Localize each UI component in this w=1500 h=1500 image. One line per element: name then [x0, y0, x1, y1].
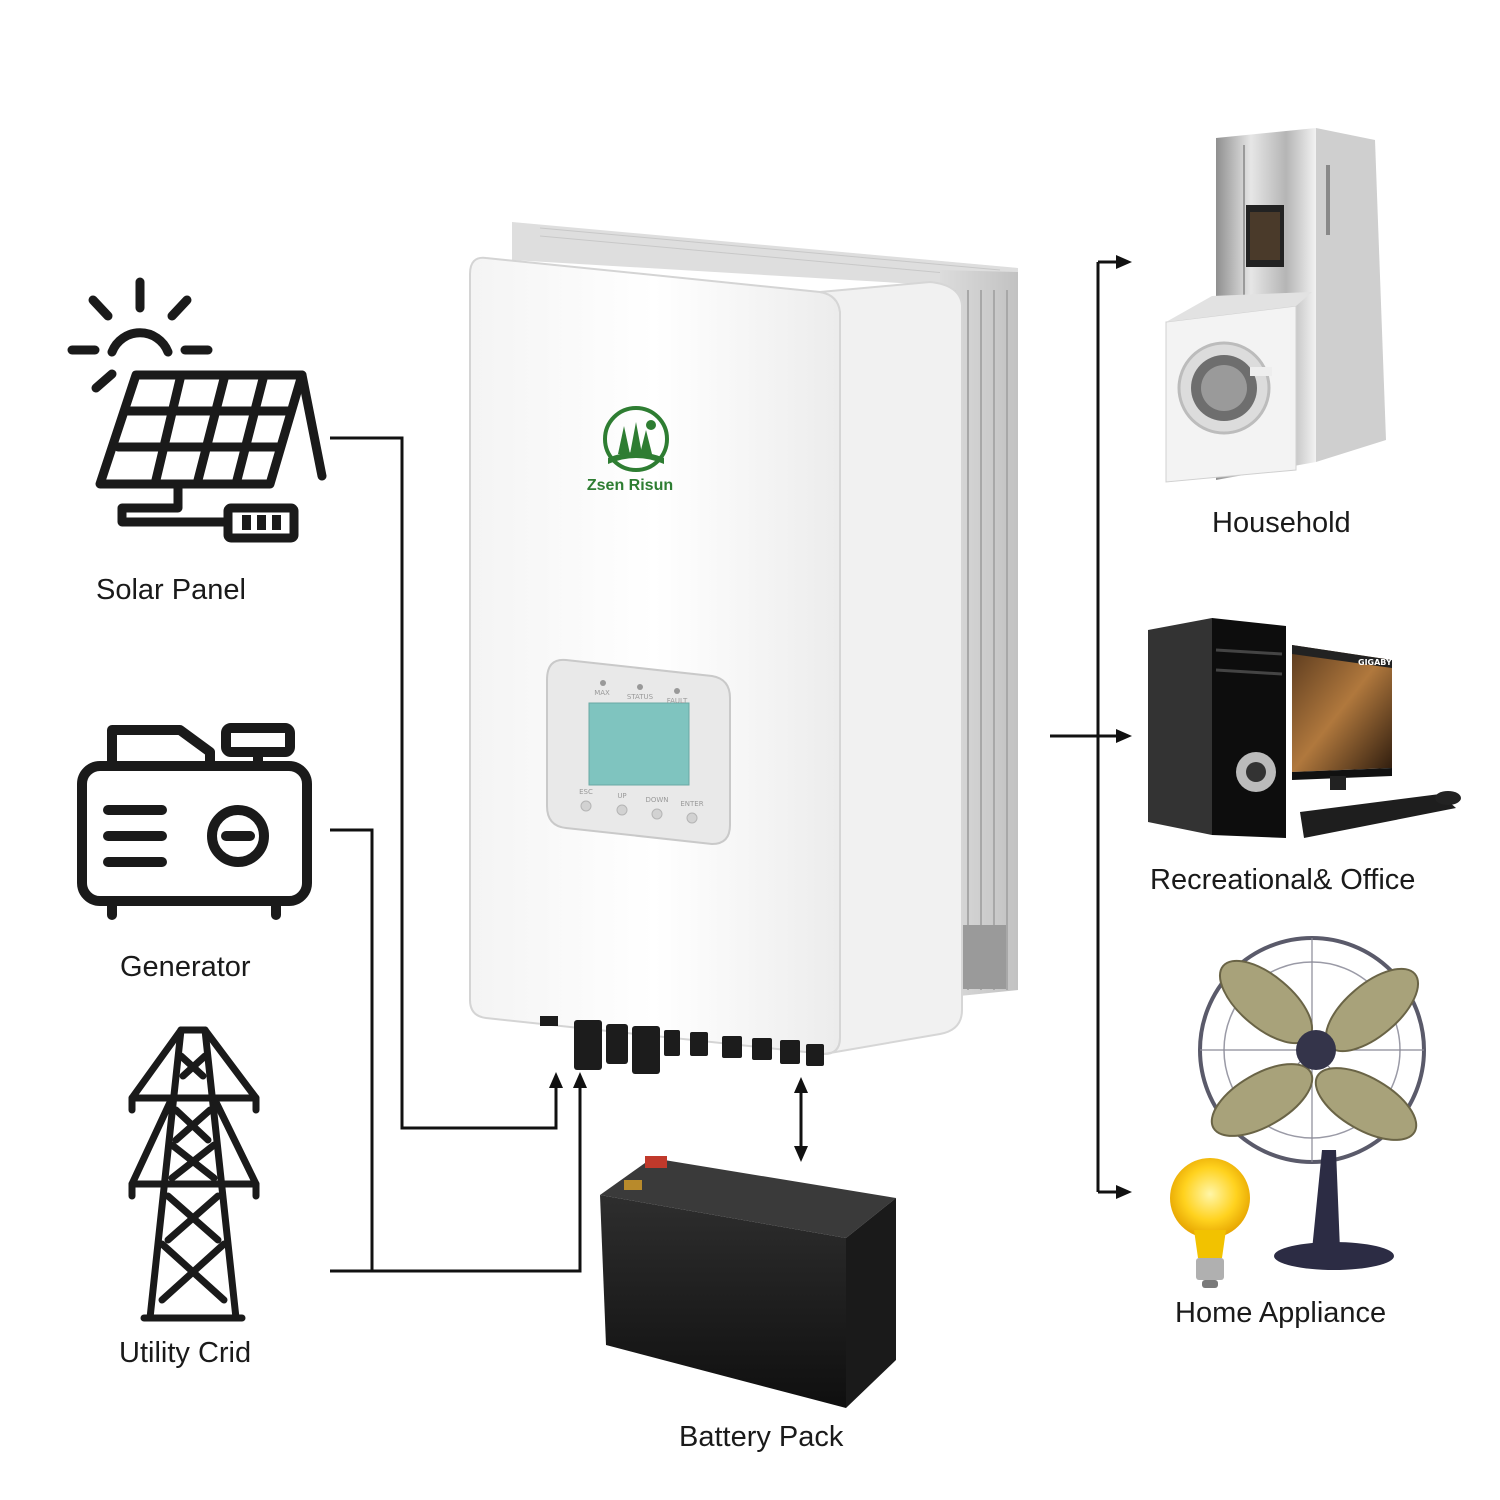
solar-panel-label: Solar Panel — [96, 574, 246, 606]
inverter-terminals — [540, 1016, 824, 1074]
brand-logo: Zsen Risun — [587, 406, 673, 494]
solar-wire — [330, 436, 558, 1130]
battery-terminal-negative — [624, 1180, 642, 1190]
lcd-screen — [588, 702, 690, 786]
generator-label: Generator — [120, 951, 251, 983]
battery-charge-icon — [242, 515, 281, 530]
monitor-brand: GIGABYTE — [1358, 658, 1403, 667]
solar-arrow-icon — [549, 1072, 563, 1088]
battery-up-arrow-icon — [794, 1077, 808, 1093]
computer-image: GIGABYTE — [1148, 618, 1461, 838]
up-button[interactable] — [616, 804, 628, 816]
generator-wire — [330, 828, 374, 1271]
indicator-fault: FAULT — [667, 697, 688, 705]
appliance-arrow-icon — [1116, 1185, 1132, 1199]
office-arrow-icon — [1116, 729, 1132, 743]
household-arrow-icon — [1116, 255, 1132, 269]
arrow-heads — [549, 255, 1132, 1199]
household-label: Household — [1212, 507, 1351, 539]
battery-down-arrow-icon — [794, 1146, 808, 1162]
grid-wire — [330, 1086, 582, 1273]
inverter-unit: Zsen Risun MAX STATUS FAULT — [469, 222, 1018, 1074]
keyboard — [1300, 794, 1456, 838]
generator-icon — [77, 723, 312, 920]
battery-pack-image — [600, 1156, 896, 1408]
household-image — [1165, 128, 1386, 483]
status-indicators — [600, 680, 680, 694]
monitor-screen — [1292, 645, 1392, 772]
enter-button[interactable] — [686, 812, 698, 824]
esc-button-label: ESC — [579, 788, 593, 796]
utility-grid-label: Utility Crid — [119, 1337, 252, 1369]
battery-terminal-positive — [645, 1156, 667, 1168]
home-appliance-image — [1170, 936, 1426, 1288]
battery-pack-label: Battery Pack — [679, 1421, 844, 1453]
light-bulb-icon — [1170, 1158, 1250, 1288]
mouse — [1435, 791, 1461, 805]
home-appliance-label: Home Appliance — [1175, 1297, 1387, 1329]
up-button-label: UP — [617, 792, 626, 800]
down-button[interactable] — [651, 808, 663, 820]
grid-arrow-icon — [573, 1072, 587, 1088]
office-label: Recreational& Office — [1150, 864, 1416, 896]
enter-button-label: ENTER — [680, 800, 703, 808]
esc-button[interactable] — [580, 800, 592, 812]
utility-grid-icon — [128, 1026, 260, 1322]
solar-panel-icon — [67, 277, 327, 543]
indicator-max: MAX — [594, 689, 610, 697]
indicator-status: STATUS — [627, 693, 654, 701]
down-button-label: DOWN — [645, 796, 668, 804]
control-buttons — [580, 800, 698, 824]
brand-name: Zsen Risun — [587, 477, 673, 494]
display-panel: MAX STATUS FAULT ESC UP DOWN ENTER — [546, 658, 731, 846]
connection-lines — [330, 260, 1120, 1273]
